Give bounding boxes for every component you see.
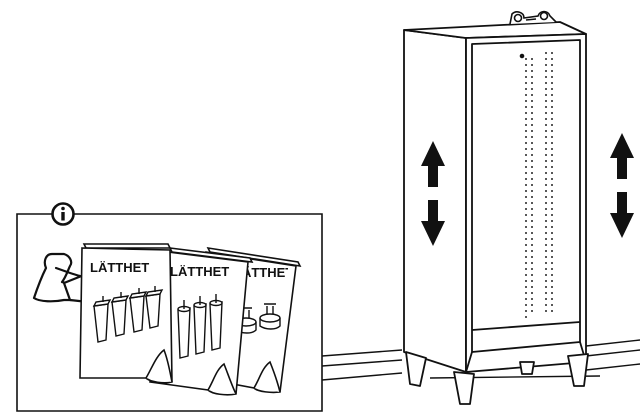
info-icon <box>51 202 75 226</box>
booklet-2-title: LÄTTHET <box>170 264 229 279</box>
connector-hardware-icon <box>509 10 557 25</box>
info-panel: LÄTTHET LÄTTHET <box>16 202 323 412</box>
booklet-1-legs <box>92 286 164 343</box>
shelf-legs <box>405 351 589 405</box>
booklet-2: LÄTTHET <box>149 247 254 396</box>
shelf-unit <box>403 21 587 373</box>
booklet-1: LÄTTHET <box>79 243 173 384</box>
booklet-1-title: LÄTTHET <box>90 260 149 275</box>
height-adjust-arrow-left <box>421 141 445 246</box>
booklet-2-parts <box>177 294 223 359</box>
height-adjust-arrow-right <box>610 133 634 238</box>
